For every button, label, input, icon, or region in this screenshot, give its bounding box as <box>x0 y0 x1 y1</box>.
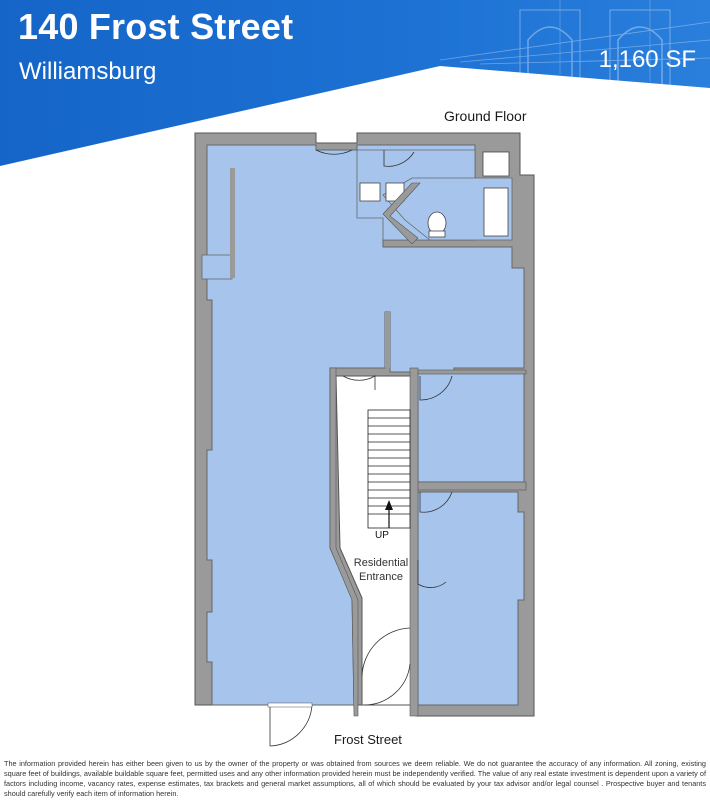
header-band <box>0 0 710 166</box>
back-room-1 <box>417 371 525 483</box>
page-title: 140 Frost Street <box>18 6 294 47</box>
street-label: Frost Street <box>334 732 402 747</box>
stair-wall-left <box>329 367 359 717</box>
floor-label: Ground Floor <box>444 108 527 124</box>
bridge-image <box>439 0 710 91</box>
legal-disclaimer: The information provided herein has eith… <box>4 759 706 798</box>
wall-stub <box>385 312 390 368</box>
residential-entrance-label: Residential Entrance <box>353 557 409 583</box>
door-swings <box>269 149 453 747</box>
header-banner: 140 Frost Street Williamsburg 1,160 SF <box>0 0 710 170</box>
header-background <box>0 0 710 166</box>
bathroom <box>382 177 513 241</box>
neighborhood-subtitle: Williamsburg <box>19 58 157 85</box>
bathtub <box>483 187 509 237</box>
wall-upper-room <box>415 369 527 375</box>
street-door-opening <box>267 702 313 708</box>
wall-niche <box>201 254 233 280</box>
kitchen-sink <box>359 182 381 202</box>
stair-up-label: UP <box>375 530 389 541</box>
toilet-tank <box>428 230 446 238</box>
wall-room-divider <box>415 481 527 491</box>
stair-wall-right <box>409 367 419 717</box>
wall-partition <box>230 168 235 278</box>
back-room-2 <box>417 491 525 706</box>
diagonal-wall <box>382 182 421 245</box>
up-arrow-icon <box>385 500 393 528</box>
square-footage: 1,160 SF <box>598 46 696 73</box>
bathroom-sink-counter <box>482 151 510 177</box>
